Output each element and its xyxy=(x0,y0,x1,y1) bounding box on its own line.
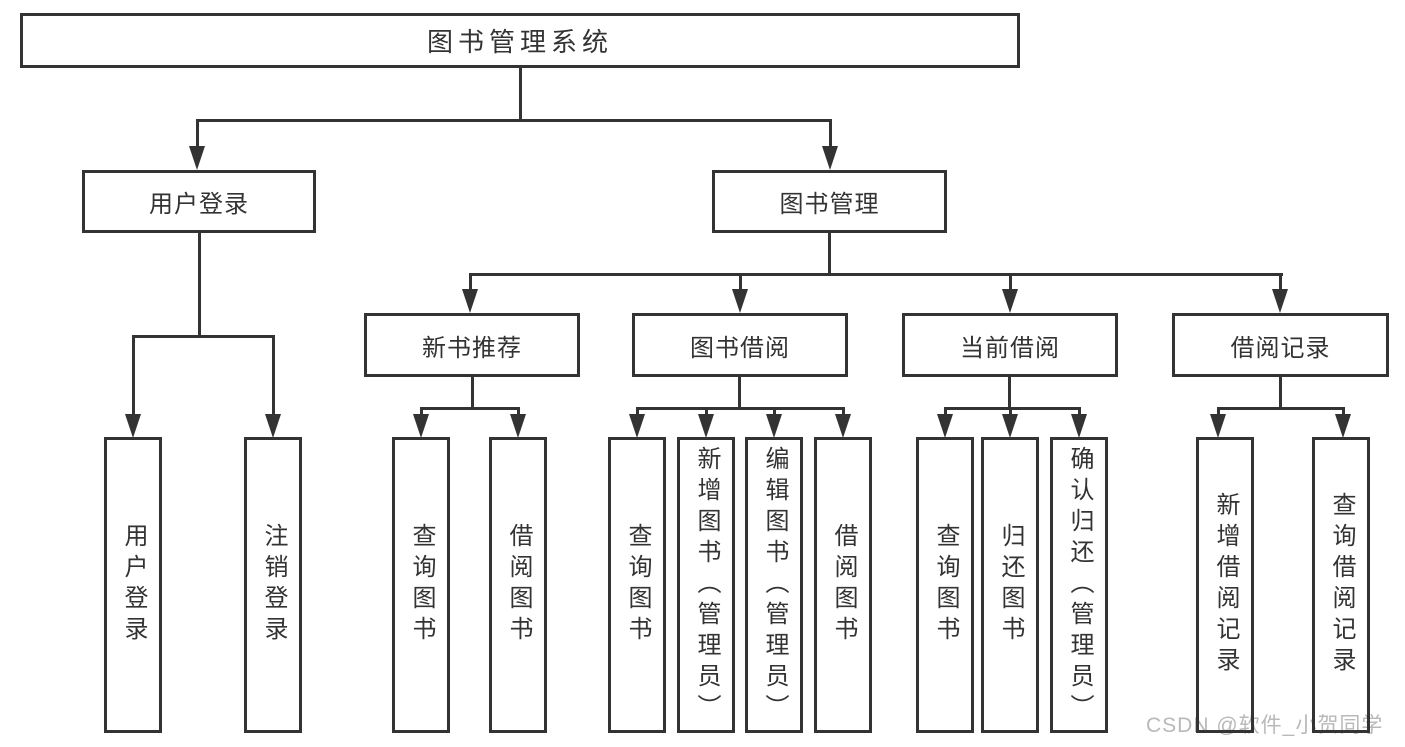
node-new-book-recommend: 新书推荐 xyxy=(364,313,580,377)
connector-root-stem xyxy=(519,68,522,121)
arrow-down-icon xyxy=(265,414,281,438)
connector-leaf-stem xyxy=(636,407,639,416)
connector-root-split xyxy=(196,119,832,122)
connector-current-borrow-stem xyxy=(1008,377,1011,409)
leaf-edit-books-admin-label: 编辑图书（管理员） xyxy=(761,445,788,725)
leaf-query-books-recommend-label: 查询图书 xyxy=(408,523,435,647)
arrow-down-icon xyxy=(462,289,478,313)
node-user-login-label: 用户登录 xyxy=(149,191,249,218)
connector-leaf-stem xyxy=(420,407,423,416)
node-current-borrow-label: 当前借阅 xyxy=(960,334,1060,362)
arrow-down-icon xyxy=(732,289,748,313)
leaf-query-books-current-label: 查询图书 xyxy=(932,523,959,647)
node-book-borrow-label: 图书借阅 xyxy=(690,334,790,362)
leaf-borrow-books: 借阅图书 xyxy=(814,437,872,733)
leaf-query-borrow-record: 查询借阅记录 xyxy=(1312,437,1370,733)
leaf-confirm-return-admin: 确认归还（管理员） xyxy=(1050,437,1108,733)
connector-book-borrow-split xyxy=(636,407,844,410)
connector-leaf-stem xyxy=(1217,407,1220,416)
node-book-borrow: 图书借阅 xyxy=(632,313,848,377)
leaf-user-login: 用户登录 xyxy=(104,437,162,733)
connector-leaf-stem xyxy=(944,407,947,416)
connector-current-borrow-split xyxy=(944,407,1080,410)
arrow-down-icon xyxy=(1210,414,1226,438)
leaf-add-borrow-record: 新增借阅记录 xyxy=(1196,437,1254,733)
leaf-return-books: 归还图书 xyxy=(981,437,1039,733)
connector-leaf-stem xyxy=(517,407,520,416)
connector-user-login-stem xyxy=(198,233,201,337)
leaf-add-borrow-record-label: 新增借阅记录 xyxy=(1212,492,1239,678)
connector-leaf-stem xyxy=(1078,407,1081,416)
leaf-borrow-books-label: 借阅图书 xyxy=(830,523,857,647)
arrow-down-icon xyxy=(698,414,714,438)
leaf-return-books-label: 归还图书 xyxy=(997,523,1024,647)
leaf-edit-books-admin: 编辑图书（管理员） xyxy=(745,437,803,733)
node-current-borrow: 当前借阅 xyxy=(902,313,1118,377)
leaf-query-books-recommend: 查询图书 xyxy=(392,437,450,733)
connector-book-management-split xyxy=(469,273,1283,276)
connector-to-book-borrow xyxy=(739,273,742,291)
connector-leaf-stem xyxy=(842,407,845,416)
node-borrow-records: 借阅记录 xyxy=(1172,313,1389,377)
connector-book-borrow-stem xyxy=(738,377,741,409)
connector-user-login-split xyxy=(132,335,275,338)
leaf-borrow-books-recommend-label: 借阅图书 xyxy=(505,523,532,647)
node-user-login: 用户登录 xyxy=(82,170,316,233)
arrow-down-icon xyxy=(413,414,429,438)
arrow-down-icon xyxy=(510,414,526,438)
node-new-book-recommend-label: 新书推荐 xyxy=(422,334,522,362)
arrow-down-icon xyxy=(1071,414,1087,438)
leaf-query-books-current: 查询图书 xyxy=(916,437,974,733)
leaf-add-books-admin: 新增图书（管理员） xyxy=(677,437,735,733)
node-library-management-system-label: 图书管理系统 xyxy=(426,27,613,57)
connector-leaf-stem xyxy=(705,407,708,416)
connector-leaf-stem xyxy=(1009,407,1012,416)
connector-leaf-stem xyxy=(1342,407,1345,416)
connector-to-new-book xyxy=(469,273,472,291)
arrow-down-icon xyxy=(835,414,851,438)
connector-new-book-stem xyxy=(471,377,474,409)
arrow-down-icon xyxy=(629,414,645,438)
leaf-query-borrow-record-label: 查询借阅记录 xyxy=(1328,492,1355,678)
node-borrow-records-label: 借阅记录 xyxy=(1230,334,1331,362)
connector-borrow-records-split xyxy=(1217,407,1344,410)
leaf-logout-label: 注销登录 xyxy=(260,523,287,647)
arrow-down-icon xyxy=(125,414,141,438)
connector-borrow-records-stem xyxy=(1279,377,1282,409)
connector-book-management-stem xyxy=(828,233,831,275)
leaf-query-books-borrow: 查询图书 xyxy=(608,437,666,733)
node-library-management-system: 图书管理系统 xyxy=(20,13,1020,68)
node-book-management-label: 图书管理 xyxy=(779,191,880,218)
connector-to-leaf-logout xyxy=(272,335,275,414)
connector-to-borrow-records xyxy=(1279,273,1282,291)
arrow-down-icon xyxy=(1002,289,1018,313)
arrow-down-icon xyxy=(1335,414,1351,438)
node-book-management: 图书管理 xyxy=(712,170,947,233)
leaf-logout: 注销登录 xyxy=(244,437,302,733)
leaf-query-books-borrow-label: 查询图书 xyxy=(624,523,651,647)
connector-to-current-borrow xyxy=(1009,273,1012,291)
arrow-down-icon xyxy=(1272,289,1288,313)
arrow-down-icon xyxy=(189,146,205,170)
connector-to-book-management xyxy=(829,119,832,157)
arrow-down-icon xyxy=(1002,414,1018,438)
leaf-user-login-label: 用户登录 xyxy=(120,523,147,647)
leaf-add-books-admin-label: 新增图书（管理员） xyxy=(693,445,720,725)
connector-new-book-split xyxy=(420,407,519,410)
arrow-down-icon xyxy=(937,414,953,438)
connector-leaf-stem xyxy=(773,407,776,416)
arrow-down-icon xyxy=(766,414,782,438)
connector-to-user-login xyxy=(196,119,199,157)
leaf-borrow-books-recommend: 借阅图书 xyxy=(489,437,547,733)
connector-to-leaf-user-login xyxy=(132,335,135,414)
arrow-down-icon xyxy=(822,146,838,170)
leaf-confirm-return-admin-label: 确认归还（管理员） xyxy=(1066,445,1093,725)
